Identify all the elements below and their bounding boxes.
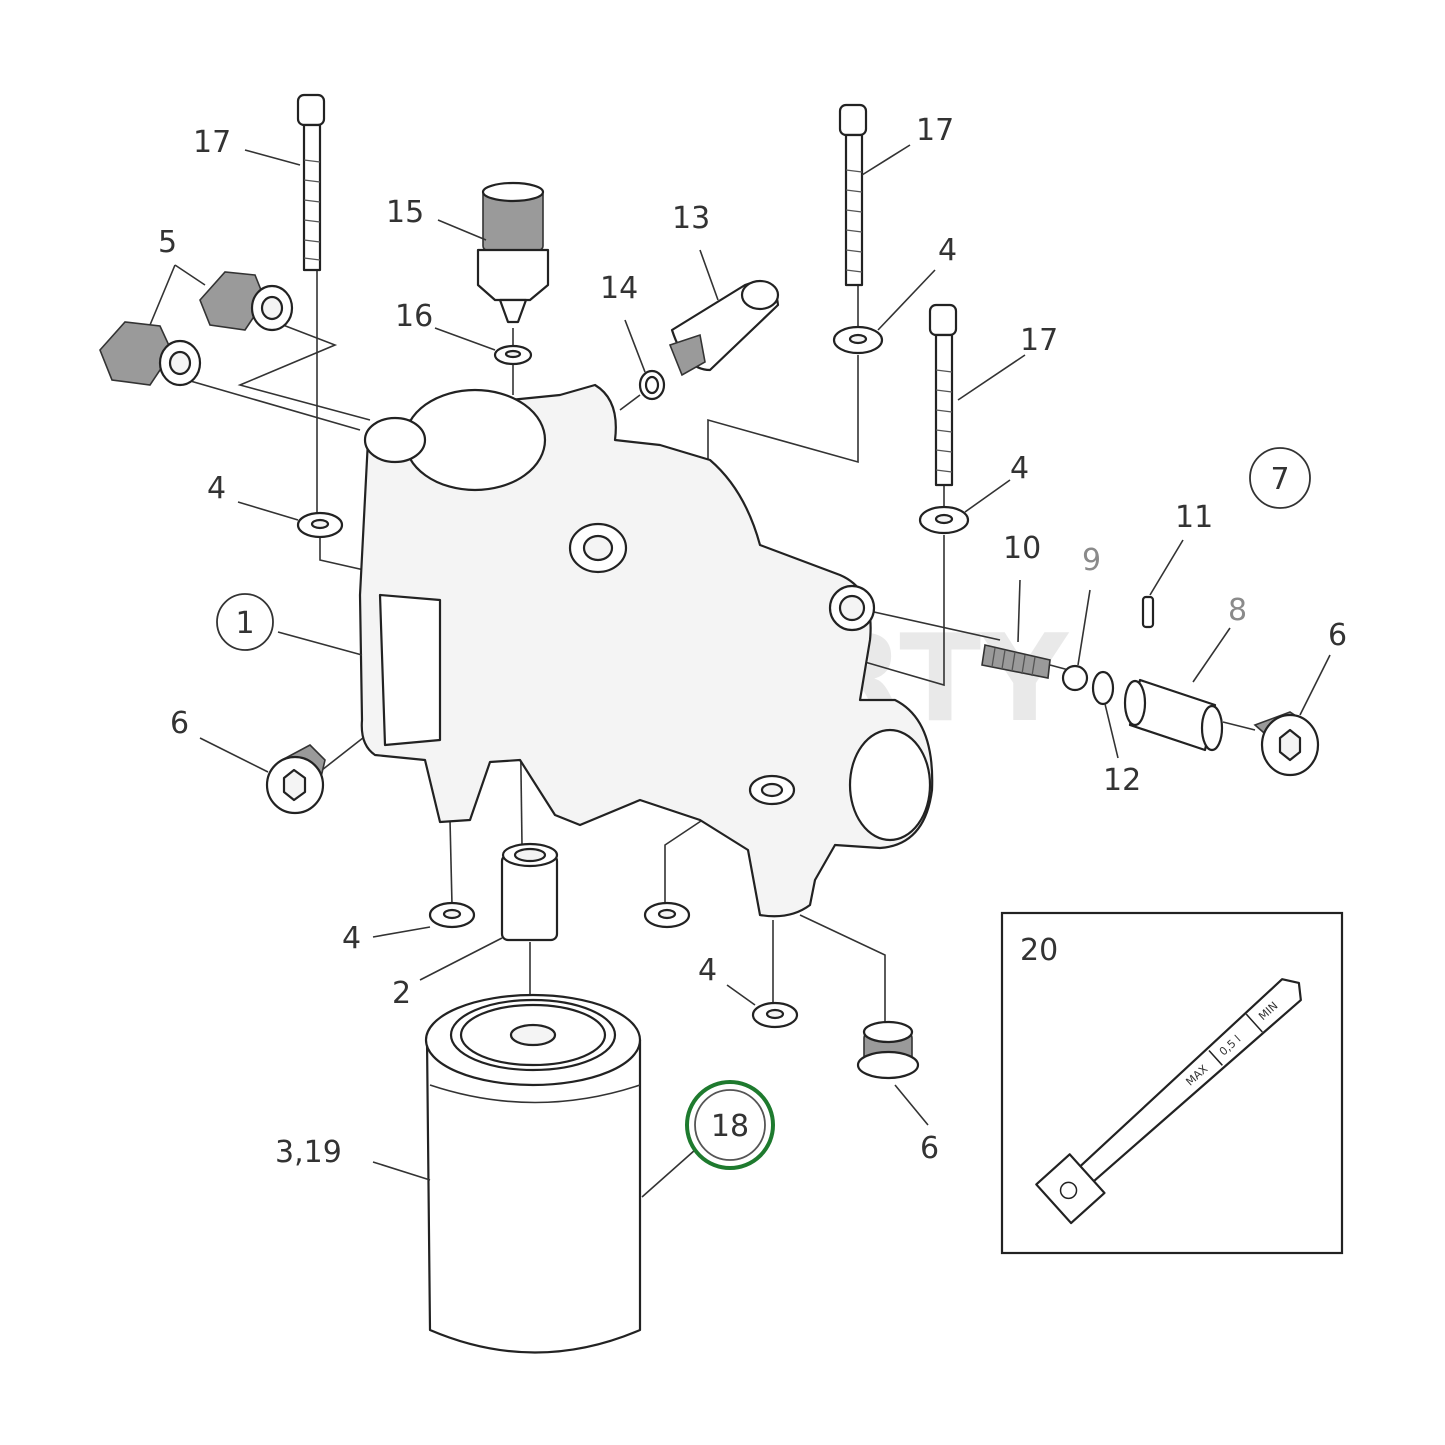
callout-13: 13 [672,201,710,236]
callout-5: 5 [158,225,177,260]
callout-4-right: 4 [1010,451,1029,486]
spring-10 [981,644,1051,679]
pin-11 [1141,595,1155,629]
callout-18-highlighted[interactable]: 18 [685,1080,775,1170]
callout-4-bottom-left: 4 [342,921,361,956]
fitting-5-upper [199,271,294,332]
callout-17-left: 17 [193,125,231,160]
callout-17-middle: 17 [916,113,954,148]
callout-4-top: 4 [938,233,957,268]
callout-10: 10 [1003,531,1041,566]
washer-16 [493,344,533,366]
callout-4-left: 4 [207,471,226,506]
callout-11: 11 [1175,500,1213,535]
callout-6-bottom: 6 [920,1131,939,1166]
callout-4-bottom-mid: 4 [698,953,717,988]
callout-labels: 17 5 15 16 13 14 17 4 17 4 4 10 9 11 8 6… [158,113,1347,1170]
callout-3-19: 3,19 [275,1135,342,1170]
svg-text:7: 7 [1270,462,1289,497]
callout-15: 15 [386,195,424,230]
sensor-15 [476,181,550,324]
fitting-5-lower [99,321,202,387]
callout-6-right: 6 [1328,618,1347,653]
bolt-17-middle [838,103,868,287]
callout-20: 20 [1020,933,1058,968]
callout-6-left: 6 [170,706,189,741]
callout-16: 16 [395,299,433,334]
bolt-17-left [296,93,326,272]
svg-text:1: 1 [235,606,254,641]
callout-1-circled: 1 [216,593,274,651]
plug-6-right [1253,711,1320,777]
oil-filter-housing [358,383,934,918]
bolt-17-right [928,303,958,487]
callout-14: 14 [600,271,638,306]
sensor-13 [668,279,780,377]
plug-6-bottom [856,1020,920,1080]
sleeve-2 [500,842,559,942]
callout-9: 9 [1082,543,1101,578]
inset-dipstick-20: 20 MAX 0,5 l MIN [1000,911,1344,1255]
callout-leaders [149,144,1331,1198]
callout-12: 12 [1103,763,1141,798]
ball-9 [1061,664,1089,692]
oil-filter-3-19 [424,993,642,1354]
svg-text:18: 18 [711,1109,749,1144]
piston-8 [1123,678,1224,752]
callout-2: 2 [392,976,411,1011]
washers-4 [296,325,970,1029]
callout-17-right: 17 [1020,323,1058,358]
plug-6-left [265,744,326,815]
ring-12 [1091,670,1115,706]
callout-7-circled: 7 [1249,447,1311,509]
o-ring-14 [638,369,666,401]
callout-8: 8 [1228,593,1247,628]
